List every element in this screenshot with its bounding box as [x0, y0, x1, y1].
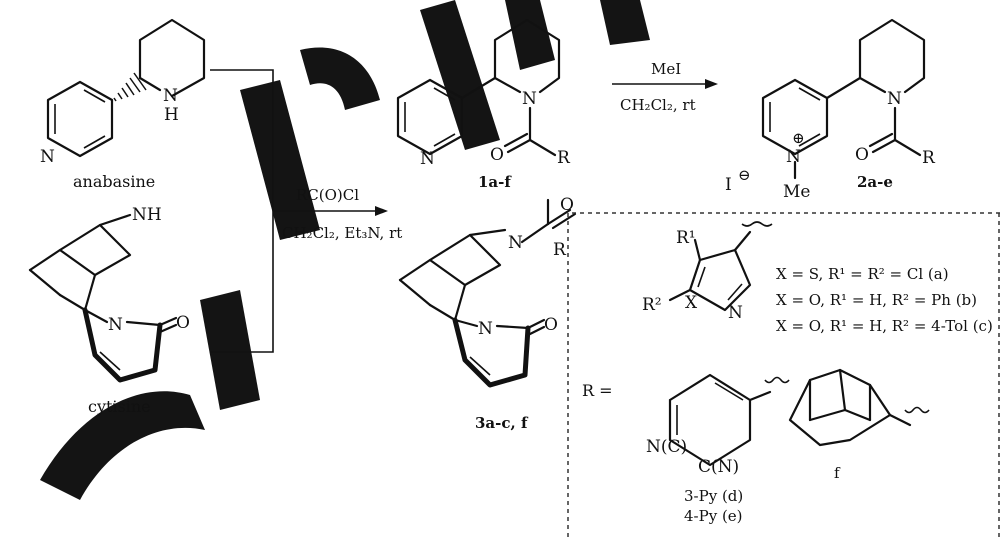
iodide-counterion: I: [725, 175, 732, 195]
compound-1-structure: N N O R 1a-f: [396, 18, 571, 191]
heterocycle-attachment: [741, 221, 773, 227]
cytisine-structure: NH N O cytisine: [28, 205, 190, 416]
anabasine-N: N: [163, 86, 178, 106]
c3-ring-N: N: [478, 319, 493, 339]
c1-ring-N: N: [420, 149, 435, 169]
heterocycle-R2: R²: [642, 295, 662, 315]
cytisine-label: cytisine: [88, 397, 151, 416]
c2-O: O: [855, 145, 869, 165]
methylation-reagent: MeI: [651, 60, 681, 78]
pyridyl-attachment: [764, 376, 790, 384]
c2-N: N: [887, 89, 902, 109]
legend-line-c: X = O, R¹ = H, R² = 4-Tol (c): [776, 317, 993, 335]
legend-line-a: X = S, R¹ = R² = Cl (a): [776, 265, 949, 283]
anabasine-structure: N H N anabasine: [40, 18, 206, 191]
legend-py-d: 3-Py (d): [684, 487, 743, 505]
acylation-reagent: RC(O)Cl: [296, 186, 359, 204]
pyridyl-CN: C(N): [698, 457, 739, 477]
adamantyl-attachment: [904, 406, 930, 414]
c2-plus-charge: ⊕: [792, 129, 805, 147]
heterocycle-X: X: [685, 293, 698, 313]
c1-N: N: [522, 89, 537, 109]
r-group-legend: R = N X R¹ R² X = S, R¹ = R² = Cl (a) X …: [567, 212, 1001, 537]
compound-2-structure: N ⊕ Me N O R I ⊖ 2a-e: [725, 18, 936, 202]
compound-3-structure: N O R N O 3a-c, f: [398, 195, 577, 432]
c3-N: N: [508, 233, 523, 253]
methylation-arrow: MeI CH₂Cl₂, rt: [612, 60, 718, 114]
heterocycle-N: N: [728, 303, 743, 323]
iodide-charge: ⊖: [738, 166, 751, 184]
acylation-arrow: RC(O)Cl CH₂Cl₂, Et₃N, rt: [210, 69, 402, 353]
pyridyl-ring: [668, 373, 752, 467]
c3-R: R: [553, 240, 567, 260]
heterocycle-ring: [688, 248, 752, 312]
acylation-conditions: CH₂Cl₂, Et₃N, rt: [282, 224, 402, 242]
watermark-stroke-3: [300, 47, 380, 110]
r-equals: R =: [582, 381, 613, 400]
watermark-stroke-5: [505, 0, 555, 70]
c3-O-carbonyl: O: [560, 195, 574, 215]
cytisine-O: O: [176, 313, 190, 333]
legend-line-b: X = O, R¹ = H, R² = Ph (b): [776, 291, 977, 309]
legend-py-e: 4-Py (e): [684, 507, 743, 525]
c3-O-lactam: O: [544, 315, 558, 335]
compound-2-label: 2a-e: [857, 173, 893, 191]
heterocycle-R1: R¹: [676, 228, 696, 248]
pyridyl-NC: N(C): [646, 437, 687, 457]
legend-f: f: [834, 464, 841, 482]
anabasine-H: H: [164, 105, 179, 125]
anabasine-ring-N: N: [40, 147, 55, 167]
watermark: [40, 0, 650, 500]
watermark-stroke-2: [240, 80, 320, 240]
watermark-stroke-4: [420, 0, 500, 150]
c2-ring-N: N: [786, 147, 801, 167]
adamantyl-structure: [788, 368, 930, 447]
watermark-s: [40, 391, 205, 500]
watermark-stroke-1: [200, 290, 260, 410]
watermark-stroke-6: [600, 0, 650, 45]
anabasine-label: anabasine: [73, 172, 155, 191]
c2-Me: Me: [783, 182, 810, 202]
compound-1-label: 1a-f: [478, 173, 512, 191]
methylation-conditions: CH₂Cl₂, rt: [620, 96, 696, 114]
cytisine-N: N: [108, 315, 123, 335]
c1-O: O: [490, 145, 504, 165]
c2-R: R: [922, 148, 936, 168]
cytisine-NH: NH: [132, 205, 162, 225]
c1-R: R: [557, 148, 571, 168]
compound-3-label: 3a-c, f: [475, 414, 529, 432]
